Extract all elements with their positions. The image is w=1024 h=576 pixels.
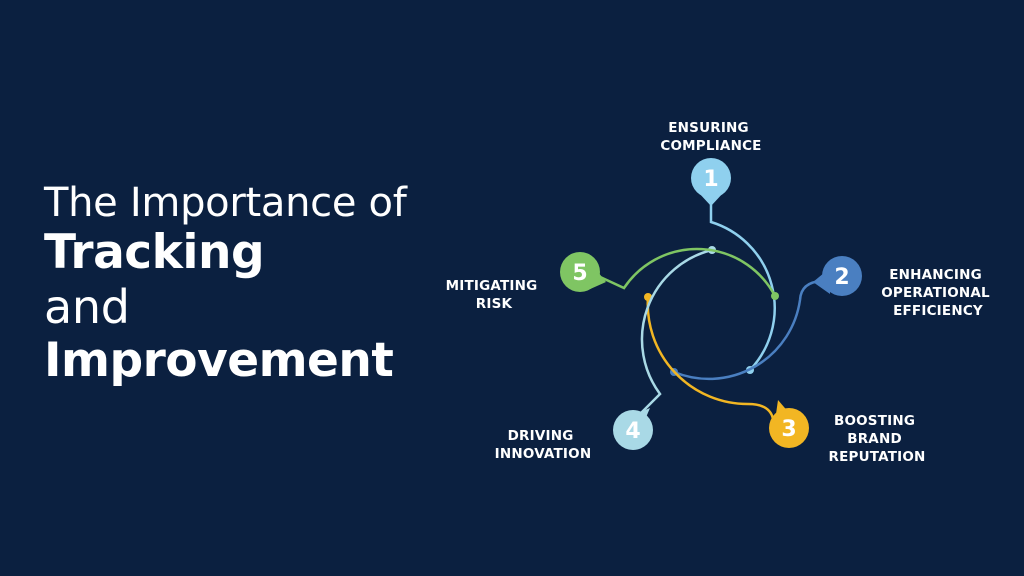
step-label-3-line-1: BOOSTING xyxy=(834,413,915,429)
step-marker-5: 5 xyxy=(560,252,606,292)
step-label-3-line-3: REPUTATION xyxy=(828,449,925,465)
arc-step-1 xyxy=(709,196,776,372)
title-block: The Importance of Tracking and Improveme… xyxy=(44,180,484,389)
step-number-4: 4 xyxy=(625,419,640,444)
step-label-5-line-1: MITIGATING xyxy=(446,278,538,294)
title-line-2: Tracking xyxy=(44,225,265,281)
step-label-4-line-1: DRIVING xyxy=(508,428,574,444)
title-line-1: The Importance of xyxy=(44,180,407,226)
step-marker-3: 3 xyxy=(769,400,809,448)
step-label-4: DRIVING INNOVATION xyxy=(495,428,592,462)
step-marker-1: 1 xyxy=(691,158,731,206)
title-line-3: and xyxy=(44,279,130,334)
step-label-2-line-1: ENHANCING xyxy=(889,267,982,283)
step-label-5-line-2: RISK xyxy=(476,296,513,312)
step-label-1-line-1: ENSURING xyxy=(668,120,749,136)
step-label-3: BOOSTING BRAND REPUTATION xyxy=(828,413,925,465)
step-number-5: 5 xyxy=(572,261,587,286)
step-label-1-line-2: COMPLIANCE xyxy=(660,138,761,154)
step-label-3-line-2: BRAND xyxy=(847,431,902,447)
step-label-4-line-2: INNOVATION xyxy=(495,446,592,462)
step-number-3: 3 xyxy=(781,417,796,442)
arc-step-3 xyxy=(646,295,775,421)
step-label-1: ENSURING COMPLIANCE xyxy=(660,120,761,154)
step-label-2: ENHANCING OPERATIONAL EFFICIENCY xyxy=(881,267,995,319)
step-number-2: 2 xyxy=(834,265,849,290)
title-line-4: Improvement xyxy=(44,333,394,389)
arc-step-2 xyxy=(672,279,824,381)
step-label-2-line-2: OPERATIONAL xyxy=(881,285,990,301)
arc-step-5 xyxy=(596,247,777,298)
step-label-2-line-3: EFFICIENCY xyxy=(893,303,983,319)
step-number-1: 1 xyxy=(703,167,718,192)
arc-end-dot-5 xyxy=(771,292,779,300)
step-label-5: MITIGATING RISK xyxy=(446,278,543,312)
step-marker-4: 4 xyxy=(613,408,653,450)
arc-step-4 xyxy=(638,248,714,416)
step-marker-2: 2 xyxy=(813,256,862,296)
